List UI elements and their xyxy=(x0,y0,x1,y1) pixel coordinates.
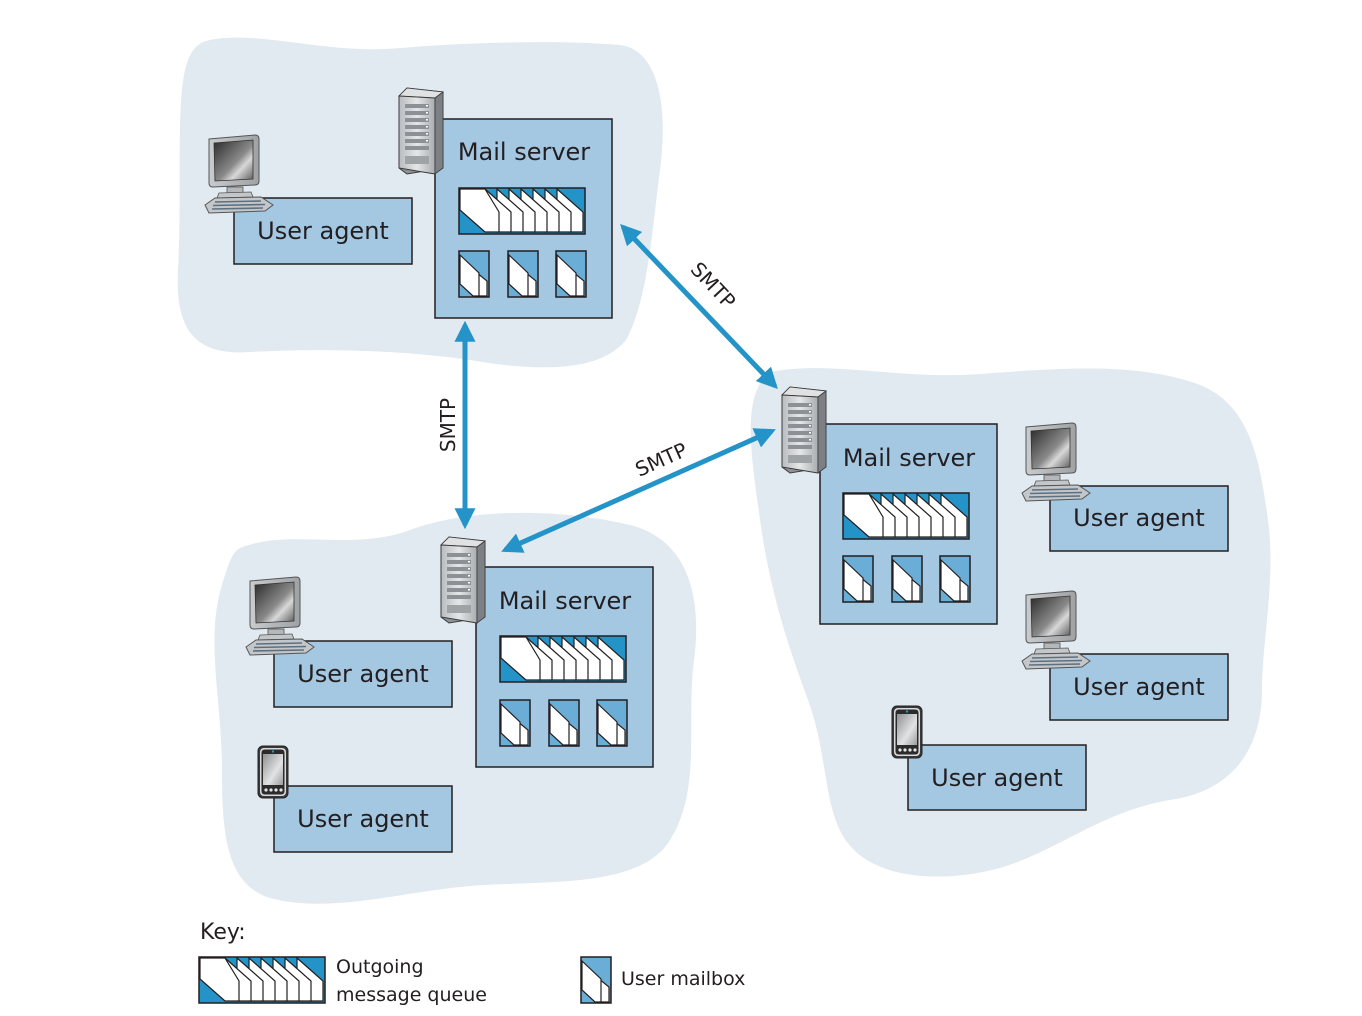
user-agent-label: User agent xyxy=(297,660,429,688)
mailbox-icon xyxy=(939,555,971,603)
mailbox-icon xyxy=(548,699,580,747)
mailbox-icon xyxy=(842,555,874,603)
mailbox-icon xyxy=(596,699,628,747)
server-tower-icon xyxy=(440,536,486,624)
legend-mailbox-icon xyxy=(580,956,612,1004)
smtp-label-vertical: SMTP xyxy=(436,398,460,452)
server-tower-icon xyxy=(398,87,444,175)
legend-mailbox-label: User mailbox xyxy=(621,968,745,990)
user-agent-label: User agent xyxy=(297,805,429,833)
mailbox-icon xyxy=(507,250,539,298)
smartphone-icon xyxy=(891,705,923,759)
mailbox-icon xyxy=(458,250,490,298)
smtp-label-bottom-right: SMTP xyxy=(631,438,690,482)
user-agent-box[interactable] xyxy=(907,744,1087,811)
smtp-link-top-right xyxy=(620,223,778,390)
domain-bottom-left: Mail server User agent User agent xyxy=(245,536,654,853)
mailbox-icon xyxy=(555,250,587,298)
legend-title: Key: xyxy=(200,920,246,945)
server-tower-icon xyxy=(781,386,827,474)
mail-server-label: Mail server xyxy=(458,138,590,166)
outgoing-queue-icon xyxy=(458,187,586,235)
mailbox-icon xyxy=(499,699,531,747)
smartphone-icon xyxy=(257,745,289,799)
legend-outgoing-queue-icon xyxy=(198,956,326,1004)
user-agent-label: User agent xyxy=(1073,673,1205,701)
domain-top: Mail server User agent xyxy=(204,87,613,319)
smtp-link-bottom-right xyxy=(501,428,776,553)
user-agent-box[interactable] xyxy=(273,785,453,853)
outgoing-queue-icon xyxy=(842,492,970,540)
user-agent-label: User agent xyxy=(931,764,1063,792)
mail-server-label: Mail server xyxy=(499,587,631,615)
legend-outgoing-label-line1: Outgoing xyxy=(336,956,424,978)
user-agent-label: User agent xyxy=(257,217,389,245)
outgoing-queue-icon xyxy=(499,635,627,683)
domain-right: Mail server User agent User agent User a… xyxy=(781,386,1229,811)
mail-server-label: Mail server xyxy=(843,444,975,472)
legend: Key: Outgoing message queue User mailbox xyxy=(198,920,745,1006)
legend-outgoing-label-line2: message queue xyxy=(336,984,487,1006)
user-agent-label: User agent xyxy=(1073,504,1205,532)
mailbox-icon xyxy=(891,555,923,603)
